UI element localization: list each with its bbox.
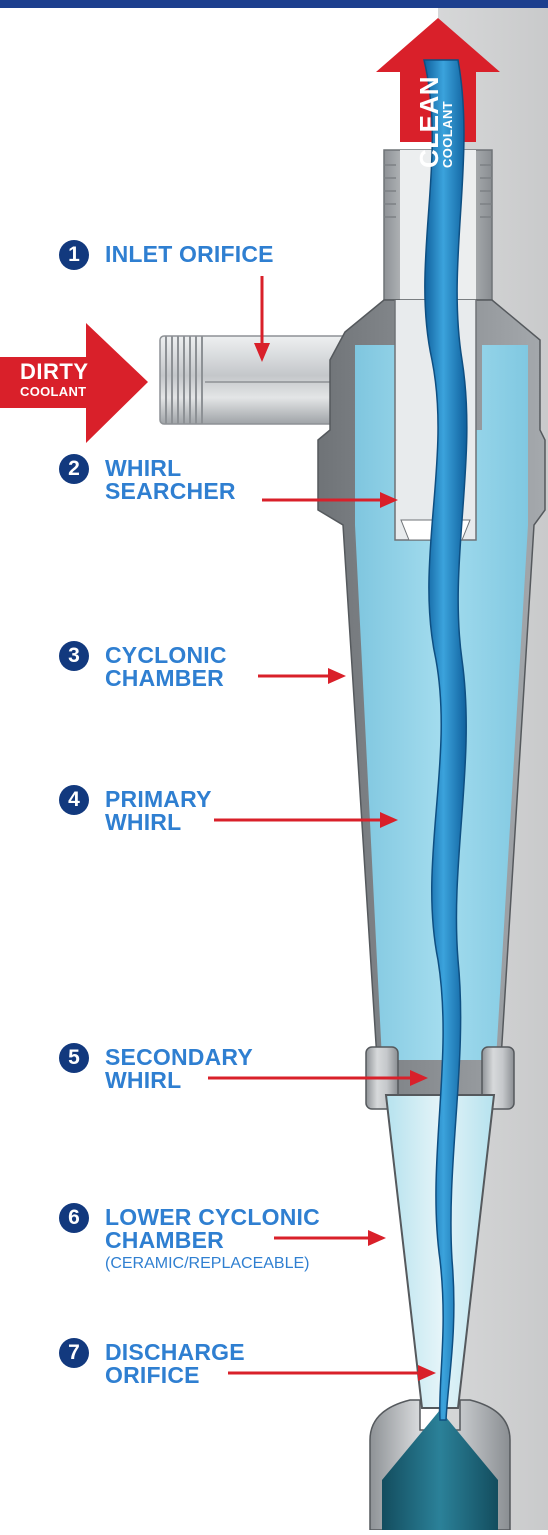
badge-2: 2 (59, 454, 89, 484)
clean-coolant-label: CLEAN COOLANT (417, 68, 457, 168)
top-bar (0, 0, 548, 8)
badge-3: 3 (59, 641, 89, 671)
label-6-line1: LOWER CYCLONIC (105, 1206, 320, 1228)
dirty-coolant-line2: COOLANT (20, 384, 89, 400)
label-6-note: (CERAMIC/REPLACEABLE) (105, 1253, 310, 1275)
badge-6: 6 (59, 1203, 89, 1233)
label-5-line2: WHIRL (105, 1069, 181, 1091)
label-7-line1: DISCHARGE (105, 1341, 245, 1363)
dirty-coolant-line1: DIRTY (20, 360, 89, 384)
label-cyclonic-chamber: 3 CYCLONIC CHAMBER (59, 641, 279, 697)
label-2-line1: WHIRL (105, 457, 181, 479)
label-3-line1: CYCLONIC (105, 644, 227, 666)
label-discharge-orifice: 7 DISCHARGE ORIFICE (59, 1338, 289, 1394)
badge-4: 4 (59, 785, 89, 815)
label-primary-whirl: 4 PRIMARY WHIRL (59, 785, 259, 841)
label-3-line2: CHAMBER (105, 667, 224, 689)
label-4-line1: PRIMARY (105, 788, 212, 810)
label-whirl-searcher: 2 WHIRL SEARCHER (59, 454, 279, 510)
label-7-line2: ORIFICE (105, 1364, 200, 1386)
badge-5: 5 (59, 1043, 89, 1073)
label-6-line2: CHAMBER (105, 1229, 224, 1251)
badge-1: 1 (59, 240, 89, 270)
label-lower-cyclonic-chamber: 6 LOWER CYCLONIC CHAMBER (CERAMIC/REPLAC… (59, 1203, 379, 1279)
label-4-line2: WHIRL (105, 811, 181, 833)
label-2-line2: SEARCHER (105, 480, 236, 502)
label-1-line1: INLET ORIFICE (105, 243, 274, 265)
label-inlet-orifice: 1 INLET ORIFICE (59, 240, 319, 280)
label-5-line1: SECONDARY (105, 1046, 253, 1068)
label-secondary-whirl: 5 SECONDARY WHIRL (59, 1043, 299, 1099)
clean-coolant-line1: CLEAN (417, 68, 441, 168)
badge-7: 7 (59, 1338, 89, 1368)
dirty-coolant-label: DIRTY COOLANT (20, 360, 89, 400)
